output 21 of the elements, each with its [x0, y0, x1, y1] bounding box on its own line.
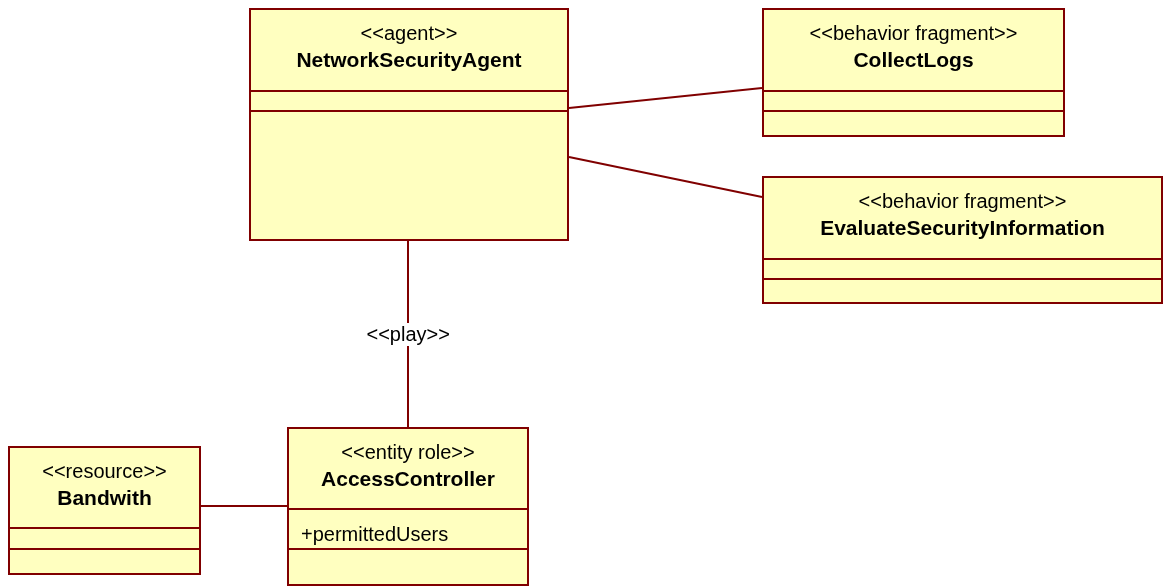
- association-line: [568, 87, 763, 109]
- class-name: CollectLogs: [853, 47, 974, 73]
- stereotype-label: <<agent>>: [360, 21, 458, 46]
- class-name: NetworkSecurityAgent: [296, 47, 522, 73]
- stereotype-label: <<entity role>>: [341, 440, 475, 465]
- class-name: EvaluateSecurityInformation: [820, 215, 1105, 241]
- attribute-text: +permittedUsers: [301, 522, 449, 547]
- edge-label: <<play>>: [364, 322, 452, 346]
- stereotype-label: <<behavior fragment>>: [858, 189, 1067, 214]
- association-line: [568, 156, 763, 198]
- class-box: [287, 427, 529, 586]
- stereotype-label: <<resource>>: [42, 459, 167, 484]
- class-box: [249, 8, 569, 241]
- stereotype-label: <<behavior fragment>>: [809, 21, 1018, 46]
- class-box: [762, 8, 1065, 137]
- class-box: [762, 176, 1163, 304]
- association-line: [407, 240, 409, 428]
- class-name: AccessController: [321, 466, 495, 492]
- class-name: Bandwith: [57, 485, 152, 511]
- association-line: [200, 505, 288, 507]
- class-box: [8, 446, 201, 575]
